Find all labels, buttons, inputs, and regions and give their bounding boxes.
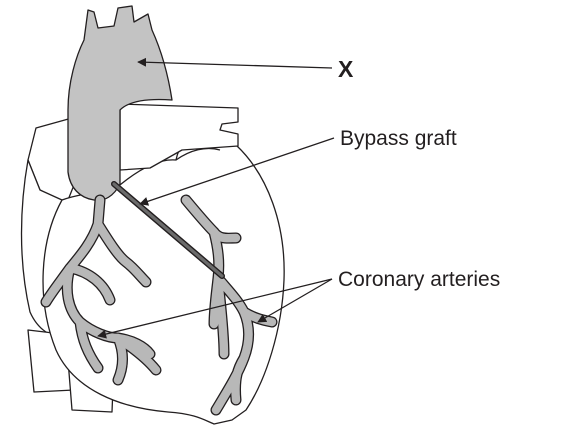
pointer-x: [138, 62, 332, 68]
label-x: X: [338, 56, 354, 82]
label-coronary-arteries: Coronary arteries: [338, 268, 500, 291]
label-bypass-graft: Bypass graft: [340, 127, 457, 150]
